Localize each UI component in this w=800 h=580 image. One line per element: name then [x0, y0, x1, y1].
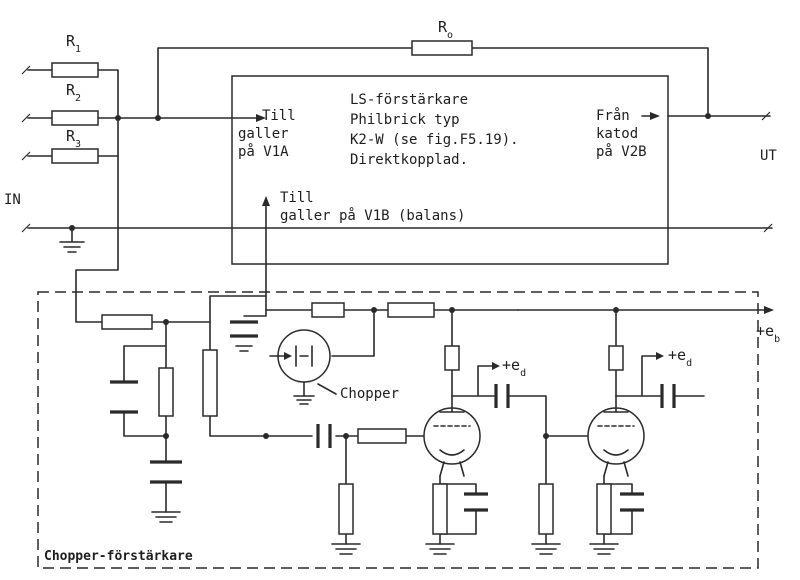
supply-b-label: +eb [756, 322, 780, 345]
chopper-label: Chopper [340, 386, 399, 402]
tube-v1-cathode [439, 449, 465, 456]
ground-rail [27, 223, 773, 253]
ground-icon [151, 511, 181, 523]
pa-v2b-label: på V2B [596, 143, 647, 160]
chopper-arrow-icon [284, 352, 292, 360]
resistor-r1 [51, 62, 99, 78]
feedback-network: Ro [155, 18, 709, 121]
cathode-resistor-1 [432, 483, 448, 535]
balance-arrow-icon [262, 196, 270, 206]
cathode-resistor-2 [596, 483, 612, 535]
output-terminal-icon [761, 111, 771, 121]
input-network: R1 R2 R3 IN [4, 32, 233, 233]
amplifier-block [231, 75, 669, 265]
junction-dot [115, 115, 121, 121]
tube-v2-cathode [603, 449, 629, 456]
ls-amplifier-box: LS-förstärkare Philbrick typ K2-W (se fi… [231, 75, 777, 293]
ground-icon [425, 543, 455, 555]
grid-stop-resistor [357, 428, 407, 444]
tube-v2-anode [603, 395, 629, 413]
r3-label: R3 [66, 127, 81, 150]
grid-leak-resistor-2 [538, 483, 554, 535]
grid-leak-resistor-1 [338, 483, 354, 535]
output-terminal-icon [763, 223, 773, 233]
pa-v1a-label: på V1A [238, 143, 289, 160]
output-arrow-icon [650, 112, 660, 120]
fran-label: Från [596, 107, 630, 124]
till-label: Till [262, 108, 296, 124]
amp-title-line-2: Philbrick typ [350, 112, 460, 128]
ground-icon [59, 227, 85, 253]
coupling-capacitor [150, 460, 182, 484]
chopper-resistor-2 [387, 302, 435, 318]
filter-capacitor [110, 380, 138, 414]
ground-icon [589, 543, 619, 555]
ut-label: UT [760, 148, 777, 164]
plate-resistor-1 [444, 345, 460, 371]
r1-label: R1 [66, 32, 81, 55]
tube-v1-anode [439, 395, 465, 413]
amp-title-line-1: LS-förstärkare [350, 92, 468, 108]
in-label: IN [4, 192, 21, 208]
balance-till-label: Till [280, 190, 314, 206]
balance-galler-label: galler på V1B (balans) [280, 207, 465, 224]
balance-capacitor [230, 320, 258, 338]
series-resistor [202, 349, 218, 417]
r2-label: R2 [66, 81, 81, 104]
plate-resistor-2 [608, 345, 624, 371]
input-terminal-icon [21, 65, 31, 233]
supply-d1-label: +ed [502, 356, 526, 379]
input-arrow-icon [256, 114, 266, 122]
chopper-boundary [37, 291, 759, 569]
grid-coupling-capacitor [316, 424, 332, 448]
supply-arrow-icon [656, 352, 664, 360]
cathode-bypass-capacitor-1 [464, 492, 488, 512]
amp-title-line-4: Direktkopplad. [350, 152, 468, 168]
galler-label: galler [238, 126, 289, 142]
ground-icon [331, 543, 361, 555]
input-filter-resistor [101, 314, 153, 330]
amp-title-line-3: K2-W (se fig.F5.19). [350, 132, 519, 148]
output-capacitor [660, 384, 676, 408]
ground-icon [293, 395, 315, 405]
katod-label: katod [596, 126, 638, 142]
resistor-r3 [51, 148, 99, 164]
supply-arrow-icon [492, 362, 500, 370]
ground-icon [235, 345, 253, 352]
ground-icon [531, 543, 561, 555]
chopper-resistor-1 [311, 302, 345, 318]
resistor-r2 [51, 110, 99, 126]
supply-b-arrow-icon [764, 306, 774, 314]
ro-label: Ro [438, 18, 453, 41]
junction-dot [155, 115, 161, 121]
interstage-capacitor [494, 384, 510, 408]
junction-dot [705, 113, 711, 119]
cathode-bypass-capacitor-2 [620, 492, 644, 512]
chopper-section-label: Chopper-förstärkare [44, 549, 193, 564]
filter-resistor [158, 367, 174, 417]
supply-d2-label: +ed [668, 346, 692, 369]
chopper-amplifier-section: Chopper-förstärkare Chopper [37, 155, 780, 569]
junction-dot [449, 307, 455, 313]
resistor-ro [411, 40, 473, 56]
